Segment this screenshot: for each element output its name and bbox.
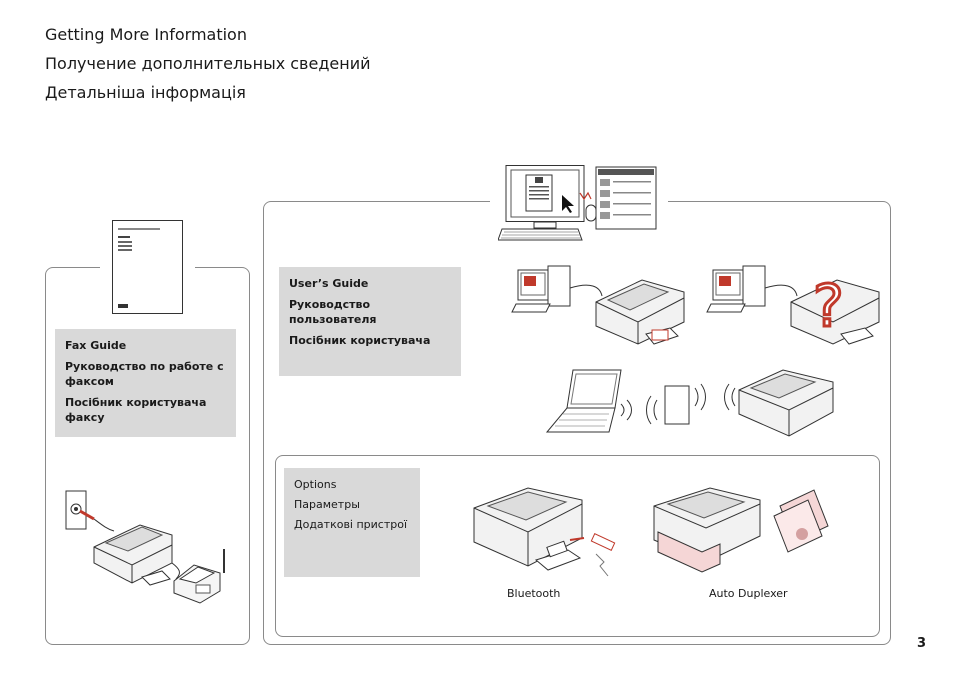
options-uk: Додаткові пристрої <box>294 518 408 531</box>
page-title-uk: Детальніша інформація <box>45 83 246 102</box>
page-title-ru: Получение дополнительных сведений <box>45 54 371 73</box>
options-label: Options Параметры Додаткові пристрої <box>284 468 420 577</box>
bluetooth-adapter-illustration <box>473 487 616 577</box>
svg-text:?: ? <box>813 272 844 340</box>
auto-duplexer-caption: Auto Duplexer <box>709 587 788 600</box>
fax-guide-uk: Посібник користувача факсу <box>65 396 207 424</box>
users-guide-ru: Руководство пользователя <box>289 298 377 326</box>
auto-duplexer-illustration <box>653 487 829 573</box>
fax-guide-en: Fax Guide <box>65 339 127 352</box>
fax-guide-ru: Руководство по работе с факсом <box>65 360 224 388</box>
options-en: Options <box>294 478 337 491</box>
bluetooth-caption: Bluetooth <box>507 587 561 600</box>
page-number: 3 <box>916 636 926 651</box>
users-guide-uk: Посібник користувача <box>289 334 431 347</box>
printer-troubleshooting-illustration: ? <box>706 265 880 345</box>
users-guide-en: User’s Guide <box>289 277 369 290</box>
fax-printer-phone-illustration <box>65 490 225 604</box>
fax-guide-booklet-icon <box>112 220 183 314</box>
pc-printer-printing-illustration <box>511 265 685 345</box>
fax-guide-label: Fax Guide Руководство по работе с факсом… <box>55 329 236 437</box>
users-guide-label: User’s Guide Руководство пользователя По… <box>279 267 461 376</box>
page-title: Getting More Information <box>45 25 247 44</box>
computer-manual-icon <box>498 165 657 241</box>
wireless-network-illustration <box>545 369 834 437</box>
options-ru: Параметры <box>294 498 360 511</box>
